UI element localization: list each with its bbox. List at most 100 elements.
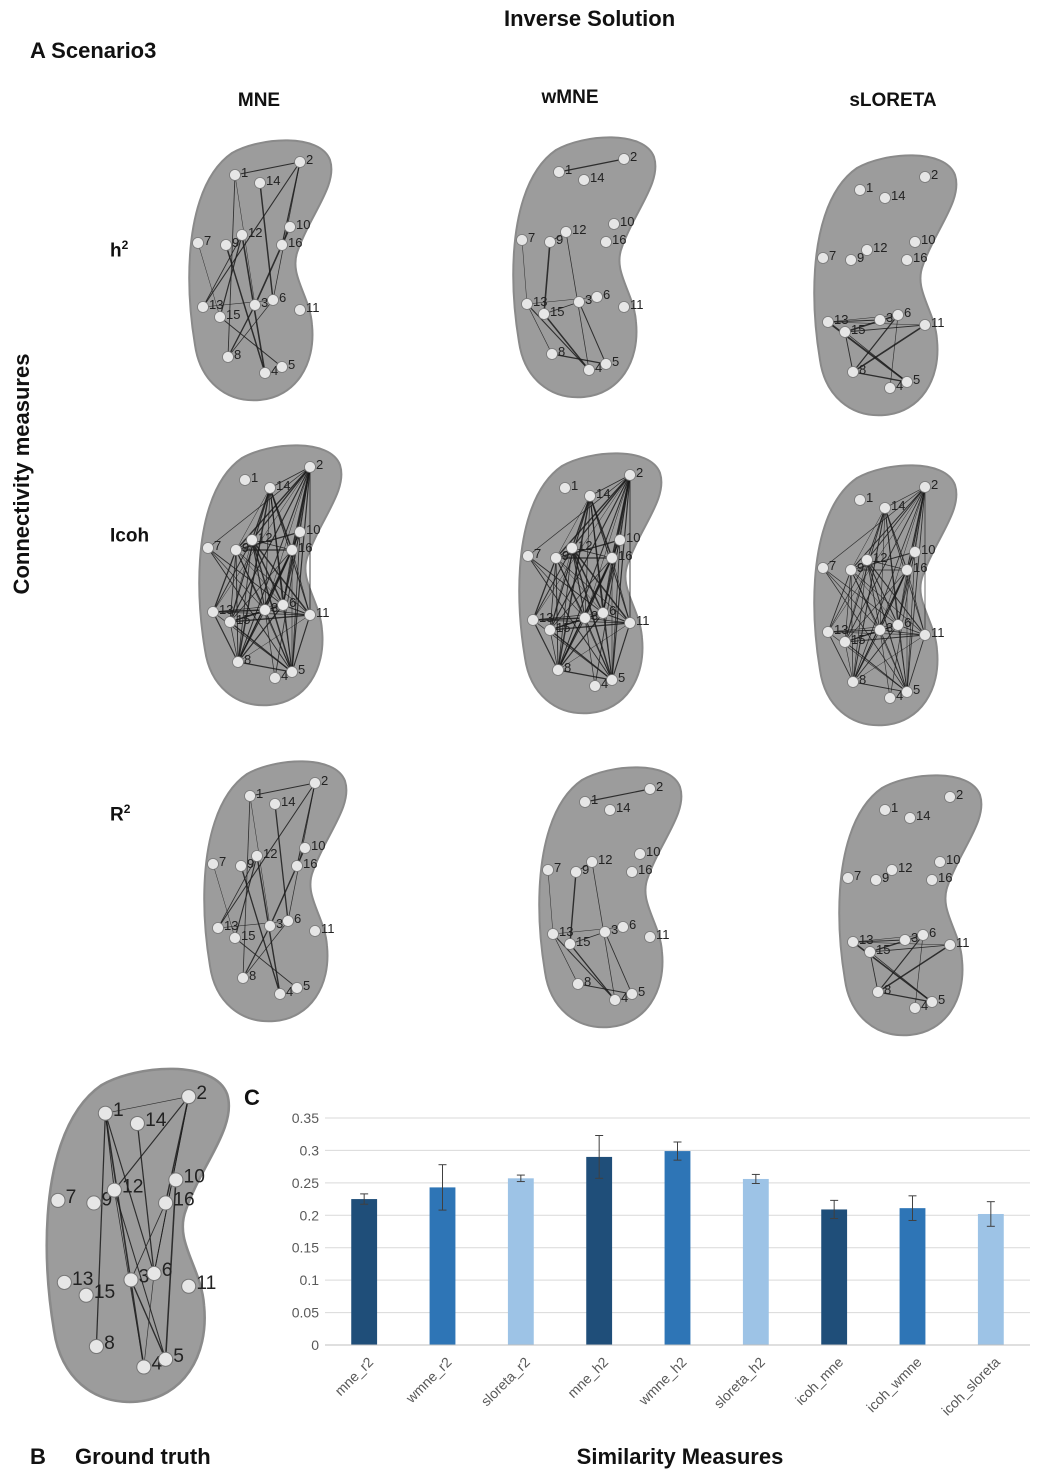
region-label-4: 4 bbox=[286, 984, 293, 999]
region-label-15: 15 bbox=[226, 307, 240, 322]
region-node-13 bbox=[547, 928, 559, 940]
connection-edge bbox=[521, 239, 528, 305]
bar-sloreta_r2 bbox=[507, 1178, 534, 1345]
connection-edge bbox=[822, 567, 908, 693]
region-node-16 bbox=[901, 564, 913, 576]
connection-edge bbox=[269, 487, 293, 551]
x-tick-label-sloreta_h2: sloreta_h2 bbox=[710, 1354, 768, 1412]
connection-edge bbox=[264, 609, 311, 616]
region-node-11 bbox=[294, 304, 306, 316]
region-node-11 bbox=[644, 931, 656, 943]
region-label-3: 3 bbox=[276, 916, 283, 931]
bar-icoh_wmne bbox=[899, 1208, 926, 1345]
region-label-2: 2 bbox=[630, 149, 637, 164]
region-node-1 bbox=[854, 184, 866, 196]
bar-wmne_h2 bbox=[664, 1151, 691, 1345]
region-label-5: 5 bbox=[173, 1346, 184, 1367]
region-label-13: 13 bbox=[559, 924, 573, 939]
connection-edge bbox=[850, 507, 886, 571]
region-label-9: 9 bbox=[556, 232, 563, 247]
region-label-10: 10 bbox=[946, 852, 960, 867]
connection-edge bbox=[552, 933, 579, 985]
connection-edge bbox=[611, 474, 631, 559]
region-label-9: 9 bbox=[882, 870, 889, 885]
region-node-9 bbox=[544, 236, 556, 248]
connection-edge bbox=[291, 614, 311, 673]
connection-edge bbox=[604, 931, 633, 995]
row-label-h2: h2 bbox=[110, 238, 129, 262]
connection-edge bbox=[827, 629, 881, 633]
region-label-7: 7 bbox=[66, 1187, 77, 1208]
region-label-12: 12 bbox=[578, 538, 592, 553]
region-node-4 bbox=[269, 672, 281, 684]
y-tick-label: 0.15 bbox=[292, 1240, 319, 1256]
region-label-14: 14 bbox=[891, 188, 905, 203]
connection-edge bbox=[897, 569, 908, 626]
y-tick-label: 0.05 bbox=[292, 1305, 319, 1321]
region-node-15 bbox=[564, 938, 576, 950]
connection-edge bbox=[549, 495, 591, 631]
connection-edge bbox=[889, 314, 899, 389]
x-tick-label-wmne_h2: wmne_h2 bbox=[635, 1354, 690, 1409]
region-label-2: 2 bbox=[306, 152, 313, 167]
region-label-8: 8 bbox=[249, 968, 256, 983]
region-node-5 bbox=[606, 674, 618, 686]
x-tick-label-mne_h2: mne_h2 bbox=[564, 1354, 611, 1401]
connection-edge bbox=[219, 234, 243, 318]
region-node-2 bbox=[919, 171, 931, 183]
region-label-16: 16 bbox=[288, 235, 302, 250]
region-node-8 bbox=[847, 676, 859, 688]
connection-edge bbox=[207, 547, 293, 673]
connection-edge bbox=[235, 487, 271, 551]
connection-edge bbox=[229, 487, 271, 623]
region-label-12: 12 bbox=[263, 846, 277, 861]
region-label-7: 7 bbox=[829, 248, 836, 263]
region-node-11 bbox=[919, 319, 931, 331]
region-label-12: 12 bbox=[258, 530, 272, 545]
region-node-13 bbox=[207, 606, 219, 618]
region-label-16: 16 bbox=[618, 548, 632, 563]
x-tick-label-wmne_r2: wmne_r2 bbox=[402, 1354, 455, 1407]
connection-edge bbox=[164, 1179, 177, 1360]
region-label-16: 16 bbox=[913, 250, 927, 265]
region-label-8: 8 bbox=[234, 347, 241, 362]
connection-edge bbox=[827, 314, 899, 323]
connection-edge bbox=[571, 474, 631, 549]
connection-edge bbox=[852, 371, 908, 383]
region-node-8 bbox=[546, 348, 558, 360]
region-node-14 bbox=[269, 798, 281, 810]
region-label-1: 1 bbox=[256, 786, 263, 801]
region-node-3 bbox=[899, 934, 911, 946]
region-node-7 bbox=[522, 550, 534, 562]
region-node-8 bbox=[572, 978, 584, 990]
region-node-11 bbox=[304, 609, 316, 621]
region-node-10 bbox=[294, 526, 306, 538]
connection-edge bbox=[557, 612, 604, 671]
panel-b-title: Ground truth bbox=[75, 1444, 211, 1469]
region-node-3 bbox=[123, 1272, 139, 1288]
region-node-4 bbox=[583, 364, 595, 376]
region-node-1 bbox=[229, 169, 241, 181]
region-label-4: 4 bbox=[271, 363, 278, 378]
connection-edge bbox=[227, 174, 236, 358]
region-label-10: 10 bbox=[620, 214, 634, 229]
region-label-14: 14 bbox=[266, 173, 280, 188]
region-label-2: 2 bbox=[956, 787, 963, 802]
region-node-9 bbox=[220, 239, 232, 251]
connection-edge bbox=[850, 551, 916, 571]
connection-edge bbox=[866, 486, 926, 561]
region-node-8 bbox=[222, 351, 234, 363]
bar-icoh_mne bbox=[821, 1209, 848, 1345]
region-label-5: 5 bbox=[303, 978, 310, 993]
region-label-9: 9 bbox=[582, 862, 589, 877]
region-node-15 bbox=[839, 636, 851, 648]
cortex-surface bbox=[188, 139, 333, 402]
region-label-11: 11 bbox=[306, 300, 320, 315]
region-node-12 bbox=[560, 226, 572, 238]
connection-edge bbox=[884, 507, 908, 571]
region-node-9 bbox=[86, 1195, 102, 1211]
region-label-8: 8 bbox=[859, 362, 866, 377]
x-tick-label-icoh_wmne: icoh_wmne bbox=[863, 1354, 925, 1416]
cortex-surface bbox=[512, 136, 657, 399]
